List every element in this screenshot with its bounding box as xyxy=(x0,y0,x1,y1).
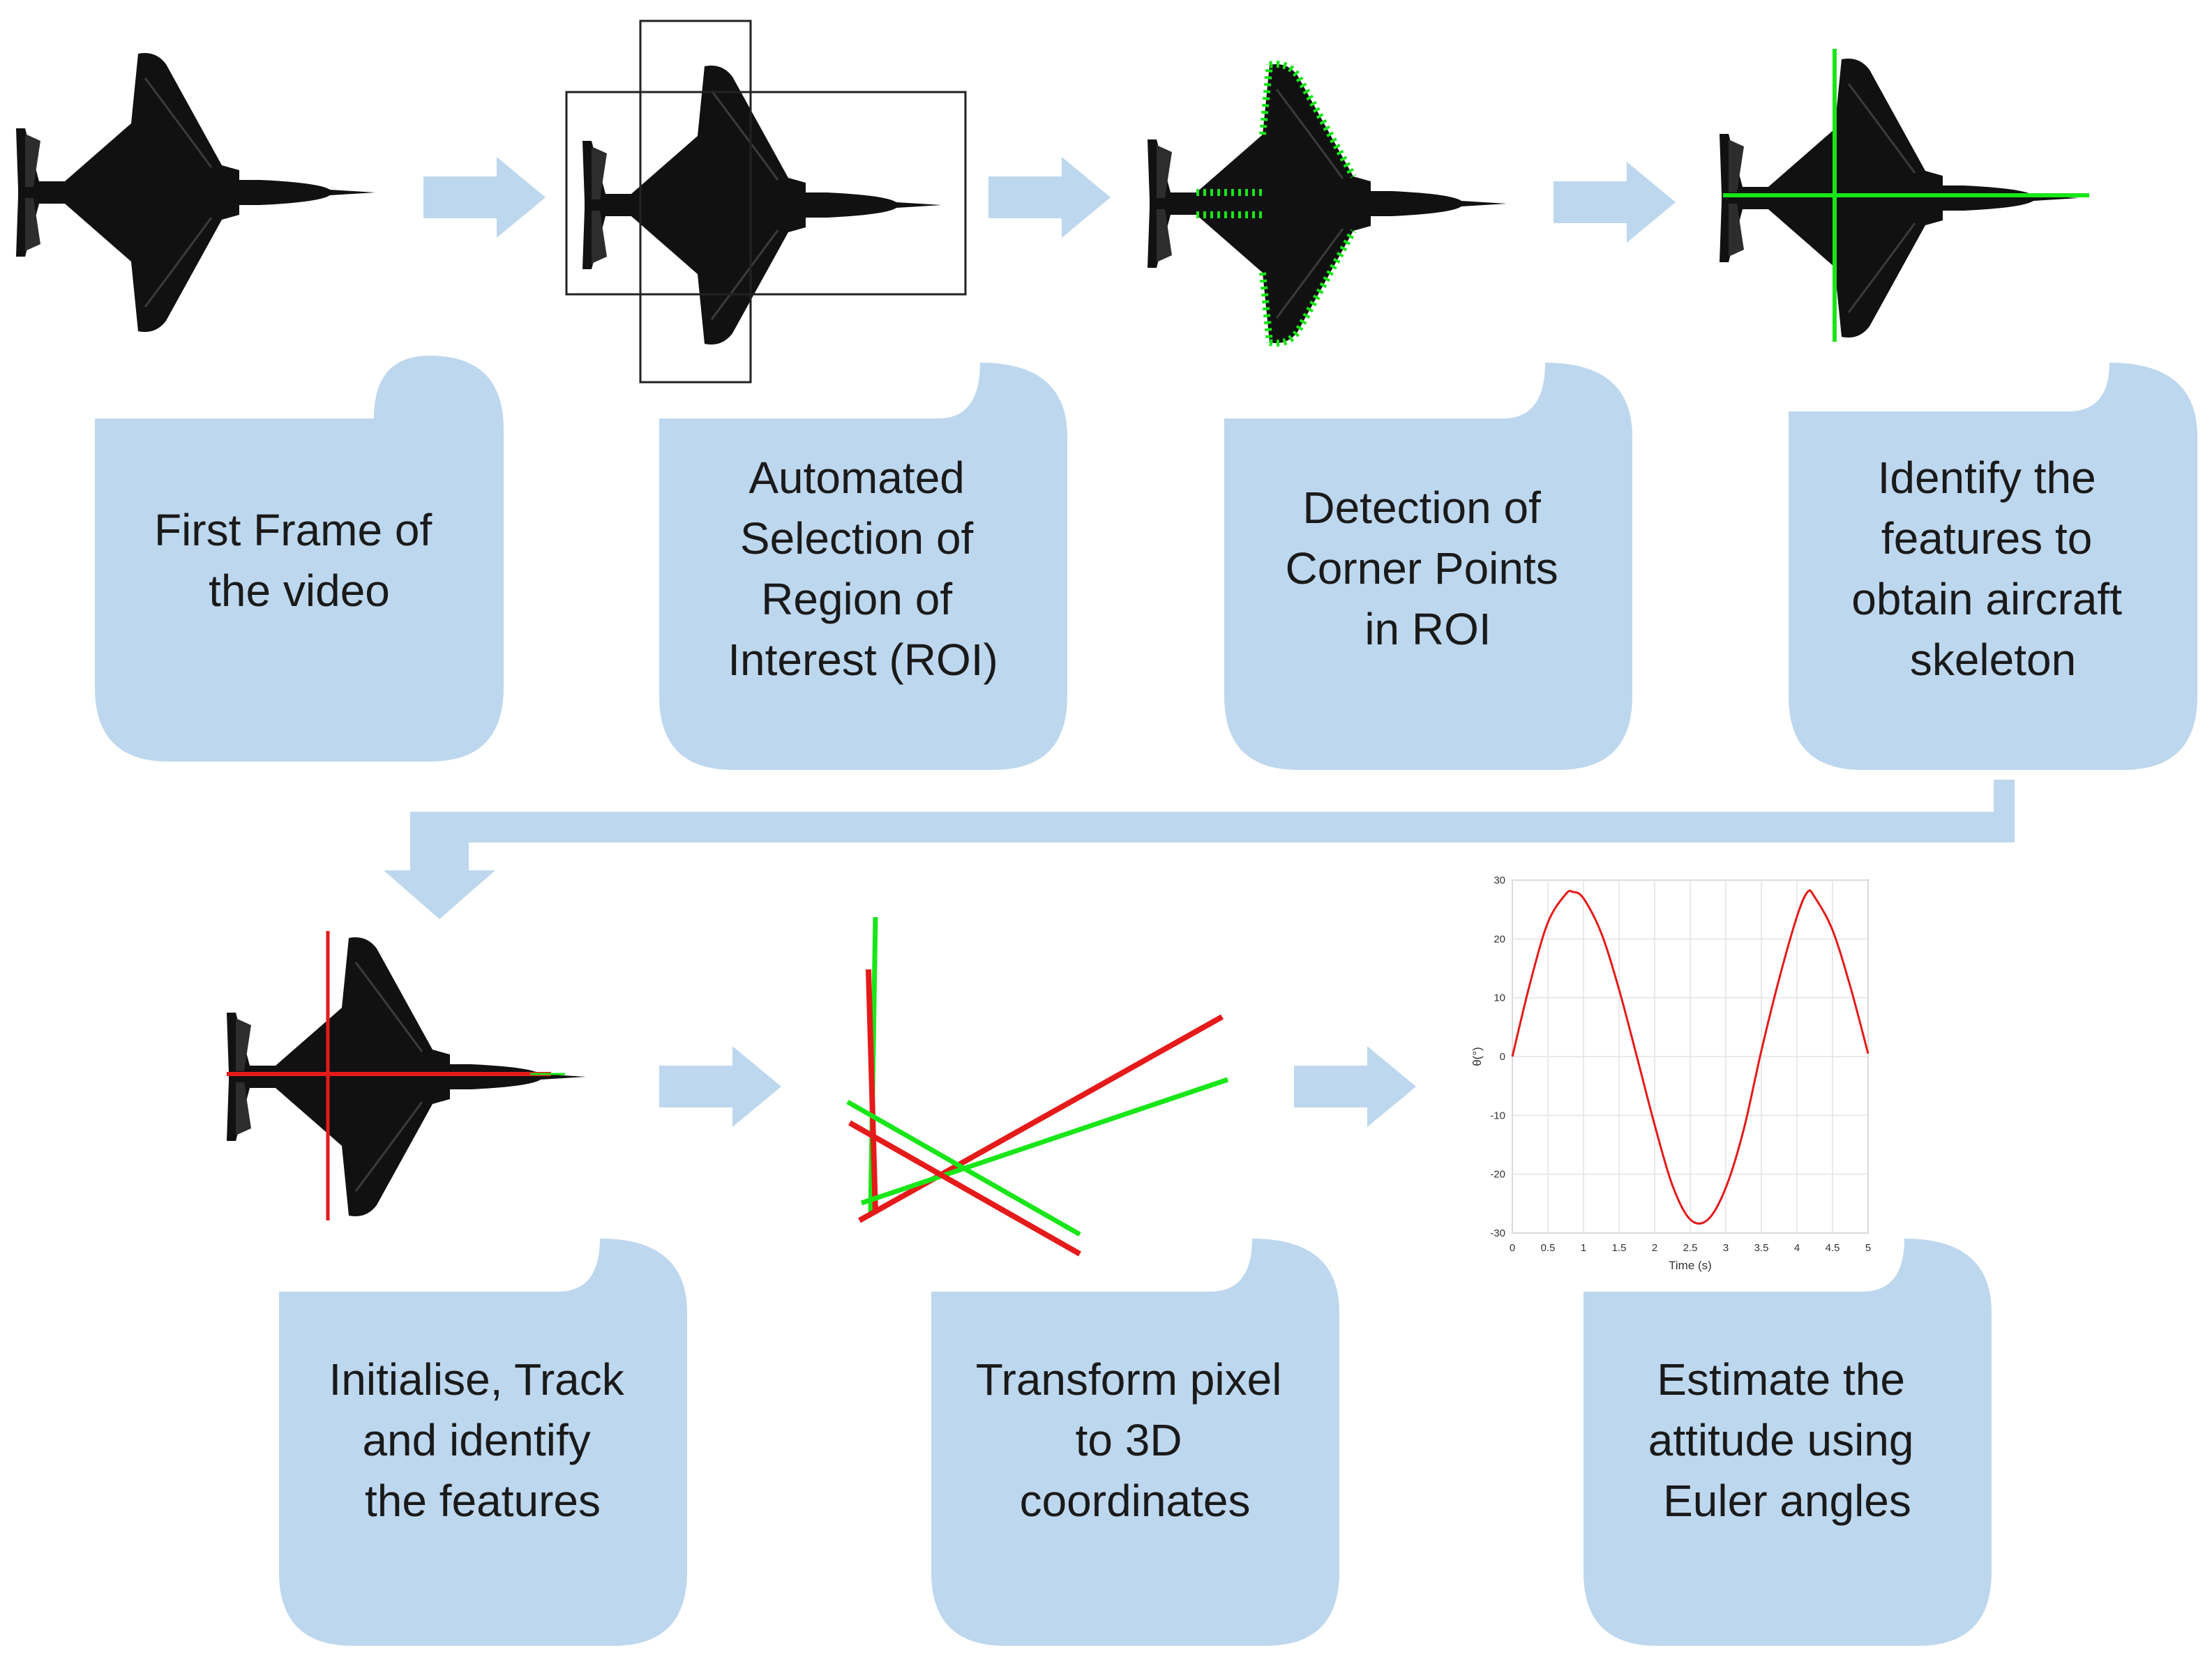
chart-x-axis-label: Time (s) xyxy=(1669,1259,1712,1272)
step-1-label: First Frame of the video xyxy=(154,505,444,616)
aircraft-roi xyxy=(581,64,943,346)
callout-step-5 xyxy=(279,1239,687,1646)
transformed-3d-lines xyxy=(846,916,1229,1257)
chart-y-tick-label: -30 xyxy=(1490,1227,1505,1239)
chart-x-tick-label: 2.5 xyxy=(1683,1242,1698,1254)
chart-series-line xyxy=(1511,889,1869,1225)
roi-box-horizontal xyxy=(565,91,967,296)
flow-arrow-2 xyxy=(988,157,1111,238)
chart-x-tick-label: 4.5 xyxy=(1826,1242,1840,1254)
step-5-label: Initialise, Track and identify the featu… xyxy=(329,1354,636,1526)
aircraft-skeleton xyxy=(1718,49,2089,342)
euler-angle-chart: 30 20 10 0 -10 -20 -30 0 0.5 1 1.5 2 2.5 3 3.5 4 4.5 5 T… xyxy=(1470,875,1871,1272)
chart-x-ticks: 0 0.5 1 1.5 2 2.5 3 3.5 4 4.5 5 xyxy=(1510,1242,1871,1254)
chart-y-tick-label: -10 xyxy=(1490,1110,1505,1121)
step-7-label: Estimate the attitude using Euler angles xyxy=(1648,1354,1927,1526)
flow-arrow-3 xyxy=(1553,162,1676,243)
chart-x-tick-label: 3 xyxy=(1723,1242,1729,1254)
callout-step-6 xyxy=(931,1239,1339,1646)
chart-y-tick-label: -20 xyxy=(1490,1169,1505,1181)
step-3-label: Detection of Corner Points in ROI xyxy=(1285,483,1570,654)
chart-x-tick-label: 0.5 xyxy=(1541,1242,1556,1254)
chart-x-tick-label: 5 xyxy=(1865,1242,1871,1254)
chart-x-tick-label: 1 xyxy=(1581,1242,1586,1254)
callout-step-1 xyxy=(95,356,504,762)
chart-x-tick-label: 0 xyxy=(1510,1242,1515,1254)
step-6-label: Transform pixel to 3D coordinates xyxy=(976,1354,1294,1526)
chart-y-tick-label: 10 xyxy=(1494,992,1505,1004)
chart-y-tick-label: 0 xyxy=(1500,1051,1505,1063)
flow-arrow-1 xyxy=(423,157,546,238)
aircraft-corner-points xyxy=(1146,61,1508,347)
flow-arrow-5 xyxy=(1294,1046,1416,1127)
chart-y-ticks: 30 20 10 0 -10 -20 -30 xyxy=(1490,875,1505,1239)
chart-x-tick-label: 1.5 xyxy=(1612,1242,1627,1254)
chart-grid xyxy=(1512,879,1869,1234)
callout-step-7 xyxy=(1583,1239,1992,1646)
row-connector-arrow xyxy=(384,780,2015,919)
callout-step-3 xyxy=(1224,363,1632,770)
chart-x-tick-label: 2 xyxy=(1652,1242,1657,1254)
chart-y-tick-label: 20 xyxy=(1494,933,1505,945)
step-2-label: Automated Selection of Region of Interes… xyxy=(728,453,998,685)
step-4-label: Identify the features to obtain aircraft… xyxy=(1851,453,2135,685)
callout-step-2 xyxy=(659,363,1067,770)
chart-x-tick-label: 3.5 xyxy=(1754,1242,1769,1254)
callout-step-4 xyxy=(1789,363,2197,770)
aircraft-tracked-features xyxy=(225,931,587,1220)
aircraft-first-frame xyxy=(15,52,377,333)
flow-arrow-4 xyxy=(659,1046,781,1127)
roi-box-vertical xyxy=(639,20,752,384)
chart-x-tick-label: 4 xyxy=(1794,1242,1800,1254)
chart-y-axis-label: θ(°) xyxy=(1470,1047,1484,1066)
chart-y-tick-label: 30 xyxy=(1494,875,1505,886)
